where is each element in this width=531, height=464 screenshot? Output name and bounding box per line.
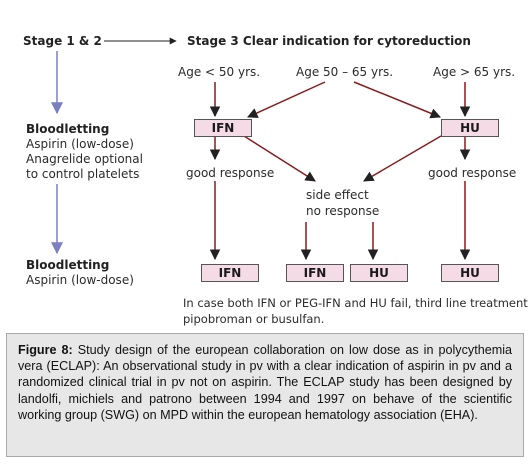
good-response-right: good response — [428, 166, 517, 180]
node-ifn-top: IFN — [194, 119, 252, 137]
bloodletting-1-line2: Anagrelide optional — [26, 152, 143, 166]
no-response-label: no response — [306, 204, 380, 218]
age-50-65-label: Age 50 – 65 yrs. — [296, 65, 394, 79]
bloodletting-1-line3: to control platelets — [26, 167, 140, 181]
good-response-left: good response — [186, 166, 275, 180]
caption-label: Figure 8: — [18, 343, 73, 357]
node-hu-bottom-2: HU — [441, 264, 499, 282]
note-line1: In case both IFN or PEG-IFN and HU fail,… — [183, 296, 528, 310]
node-ifn-bottom-1: IFN — [201, 264, 259, 282]
bloodletting-2-line1: Aspirin (low-dose) — [26, 273, 134, 287]
arrow-age-50-65-to-ifn — [247, 81, 326, 118]
note-line2: pipobroman or busulfan. — [183, 312, 325, 326]
arrow-hu-to-side — [363, 135, 442, 182]
node-ifn-bottom-2: IFN — [286, 264, 344, 282]
node-hu-bottom-1: HU — [350, 264, 408, 282]
caption-text: Study design of the european collaborati… — [18, 343, 512, 422]
figure-caption: Figure 8: Study design of the european c… — [6, 333, 524, 457]
side-effect-label: side effect — [306, 188, 369, 202]
bloodletting-1-line1: Aspirin (low-dose) — [26, 137, 134, 151]
bloodletting-2-title: Bloodletting — [26, 258, 110, 272]
node-hu-top: HU — [441, 119, 499, 137]
stage3-label: Stage 3 Clear indication for cytoreducti… — [187, 34, 471, 48]
arrow-ifn-to-side — [243, 135, 316, 182]
age-gt65-label: Age > 65 yrs. — [433, 65, 516, 79]
bloodletting-1-title: Bloodletting — [26, 122, 110, 136]
stage12-label: Stage 1 & 2 — [23, 34, 102, 48]
age-lt50-label: Age < 50 yrs. — [178, 65, 261, 79]
arrow-age-50-65-to-hu — [353, 81, 441, 119]
